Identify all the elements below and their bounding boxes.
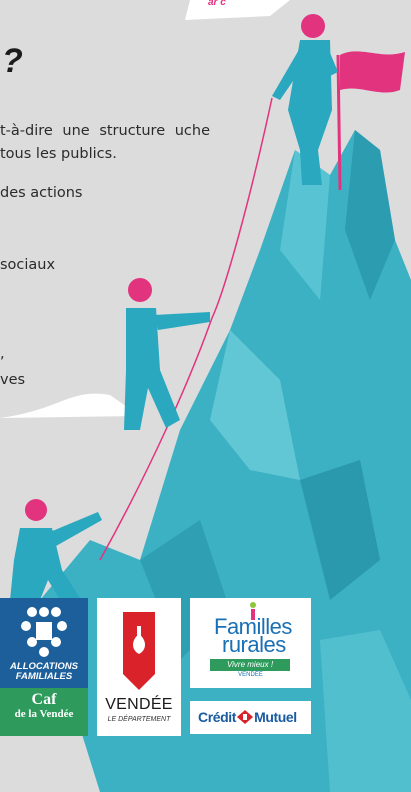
caf-line2: FAMILIALES (15, 671, 73, 682)
cloud-left (0, 393, 140, 418)
fr-line1: Familles (214, 614, 292, 639)
fr-line2: rurales (222, 632, 286, 657)
body-line: des actions (0, 185, 83, 201)
climber-mid-body (124, 308, 180, 430)
climber-top-body (288, 40, 332, 185)
mountain-facet (210, 330, 300, 480)
vendee-name: VENDÉE (105, 696, 173, 713)
intro-paragraph: t-à-dire une structure uche tous les pub… (0, 123, 210, 162)
climber-top-arm2 (322, 48, 338, 76)
fr-region: VENDÉE (238, 672, 263, 678)
credit-mutuel-logo: Crédit Mutuel (190, 701, 311, 734)
climber-low-head (25, 499, 47, 521)
familles-figure-icon (250, 602, 256, 620)
cm-name-a: Crédit (198, 709, 237, 725)
paper-strip (185, 0, 290, 20)
mountain-facet (345, 130, 395, 300)
caf-line1: ALLOCATIONS (10, 661, 78, 672)
familles-rurales-logo: Familles rurales Vivre mieux ! VENDÉE (190, 598, 311, 688)
caf-logo: ALLOCATIONS FAMILIALES Caf de la Vendée (0, 598, 88, 736)
credit-mutuel-emblem-icon (237, 710, 254, 724)
body-line: sociaux (0, 257, 56, 273)
climber-mid-head (128, 278, 152, 302)
climber-low-arm (50, 512, 102, 546)
tagline-fragment: ar c (208, 0, 226, 8)
caf-emblem-icon (21, 607, 67, 657)
cm-name-b: Mutuel (254, 709, 297, 725)
caf-name: Caf (31, 691, 57, 708)
mountain-facet (300, 460, 380, 600)
fr-slogan: Vivre mieux ! (210, 659, 290, 671)
climber-mid-arm (154, 312, 210, 330)
flag-pole (336, 54, 342, 191)
vendee-logo: VENDÉE LE DÉPARTEMENT (97, 598, 181, 736)
body-line: ves (0, 372, 26, 388)
climber-top-head (301, 14, 325, 38)
caf-band (0, 688, 88, 736)
section-heading: ? (2, 42, 23, 80)
body-line: , (0, 346, 5, 362)
mountain-facet (320, 630, 411, 792)
climber-low-body (10, 528, 80, 606)
vendee-sub: LE DÉPARTEMENT (107, 716, 171, 723)
climber-top-arm (272, 48, 306, 100)
credit-mutuel-name: Crédit Mutuel (198, 709, 297, 725)
mountain-facet (280, 150, 330, 300)
caf-sub: de la Vendée (14, 708, 74, 720)
vendee-emblem-icon (123, 612, 155, 690)
rope (99, 97, 273, 561)
flag (340, 51, 405, 93)
